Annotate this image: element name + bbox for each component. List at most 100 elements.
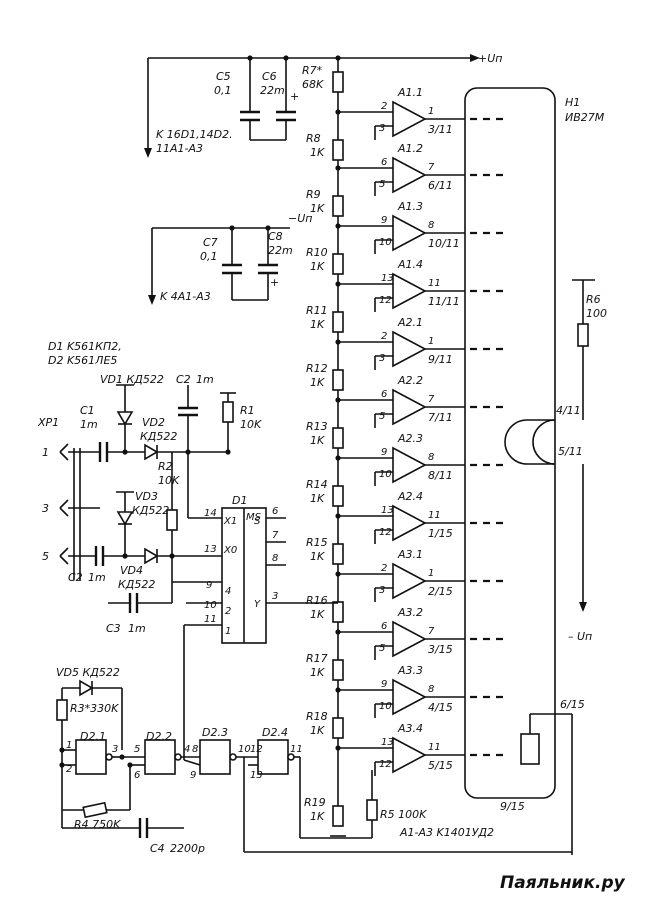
comparator-out: 8: [428, 684, 434, 695]
input-circuit: [59, 384, 236, 613]
comparator-out: 7: [428, 626, 435, 637]
comparator-in-bot: 12: [379, 527, 392, 538]
mux-d1: [183, 507, 338, 760]
comparator-seg: 8/11: [428, 469, 453, 482]
comparator-in-top: 13: [381, 737, 394, 748]
comparator-label: A2.1: [397, 316, 423, 329]
gate-d24-label: D2.4: [262, 726, 288, 739]
comparator-out: 7: [428, 162, 435, 173]
comparator-in-bot: 10: [379, 237, 392, 248]
comparator-out: 1: [428, 106, 434, 117]
c1-label: C1: [80, 404, 95, 417]
gate-d24-in2: 13: [250, 770, 263, 781]
r2-value: 10K: [158, 474, 180, 487]
r7-label: R7*: [302, 64, 323, 77]
resistor-r10-label: R10: [306, 246, 328, 259]
resistor-r13-label: R13: [306, 420, 328, 433]
c1-value: 1m: [80, 418, 98, 431]
h1-pin-common: 9/15: [500, 800, 525, 813]
comparator-seg: 2/15: [428, 585, 453, 598]
comparator-in-bot: 3: [379, 123, 385, 134]
gate-d21-in1: 1: [66, 740, 72, 751]
h1-pin-grid: 6/15: [560, 698, 585, 711]
note-d2-type: D2 K561ЛЕ5: [48, 354, 117, 367]
comparator-in-top: 9: [381, 447, 387, 458]
comparator-in-bot: 5: [379, 411, 385, 422]
mux-ms: MS: [246, 512, 262, 523]
ladder-resistors: R81KR91KR101KR111KR121KR131KR141KR151KR1…: [306, 71, 344, 739]
resistor-r13: [332, 427, 344, 449]
c7-value: 0,1: [200, 250, 218, 263]
vd2-type: КД522: [140, 430, 177, 443]
r1-label: R1: [240, 404, 255, 417]
mux-pin-8: 8: [272, 553, 278, 564]
comparator-out: 7: [428, 394, 435, 405]
comparator-in-bot: 10: [379, 469, 392, 480]
oscillator: [56, 679, 572, 853]
mux-y: Y: [254, 599, 261, 610]
mux-s: S: [254, 516, 261, 527]
mux-pin-13: 13: [204, 544, 217, 555]
comparator-in-top: 6: [381, 157, 387, 168]
comparator-seg: 5/15: [428, 759, 453, 772]
c2b-value: 1m: [88, 571, 106, 584]
negative-supply-rail: [148, 225, 290, 305]
resistor-r12-value: 1K: [310, 376, 325, 389]
mux-inner-4: 4: [225, 586, 231, 597]
gate-d22-in2: 6: [134, 770, 140, 781]
c4-value: 2200p: [170, 842, 205, 855]
resistor-r15-label: R15: [306, 536, 328, 549]
c2a-value: 1m: [196, 373, 214, 386]
c6-value: 22m: [260, 84, 285, 97]
comparator-seg: 10/11: [428, 237, 460, 250]
resistor-r15-value: 1K: [310, 550, 325, 563]
mux-inner-2: 2: [225, 606, 231, 617]
comparator-in-top: 2: [381, 101, 387, 112]
vd4-label: VD4: [120, 564, 143, 577]
comparator-in-top: 9: [381, 215, 387, 226]
comparator-out: 8: [428, 220, 434, 231]
h1-pin-filament-b: 5/11: [558, 445, 583, 458]
resistor-r9-label: R9: [306, 188, 321, 201]
comparator-in-top: 6: [381, 389, 387, 400]
gate-d22-label: D2.2: [146, 730, 172, 743]
gate-d23-in1: 8: [192, 744, 198, 755]
comparator-in-bot: 3: [379, 585, 385, 596]
comparator-in-bot: 5: [379, 643, 385, 654]
gate-d24-out: 11: [290, 744, 303, 755]
resistor-r17-value: 1K: [310, 666, 325, 679]
vd3-type: КД522: [132, 504, 169, 517]
comparator-in-top: 9: [381, 679, 387, 690]
comparator-in-top: 13: [381, 505, 394, 516]
c6-label: C6: [262, 70, 277, 83]
h1-label: H1: [565, 96, 580, 109]
c7-label: C7: [203, 236, 218, 249]
mux-pin-11: 11: [204, 614, 217, 625]
c8-plus: +: [270, 276, 279, 289]
gate-d21-in2: 2: [66, 764, 72, 775]
comparator-out: 11: [428, 742, 441, 753]
resistor-r17-label: R17: [306, 652, 328, 665]
c4-label: C4: [150, 842, 165, 855]
resistor-r13-value: 1K: [310, 434, 325, 447]
mux-x1: X1: [223, 516, 237, 527]
gate-d23-out: 10: [238, 744, 251, 755]
resistor-r11: [332, 311, 344, 333]
mux-label: D1: [232, 494, 247, 507]
comparator-label: A3.1: [397, 548, 423, 561]
comparator-label: A3.4: [397, 722, 423, 735]
resistor-r12-label: R12: [306, 362, 328, 375]
comparator-seg: 3/11: [428, 123, 453, 136]
resistor-r12: [332, 369, 344, 391]
comparator-label: A1.2: [397, 142, 423, 155]
vd4-type: КД522: [118, 578, 155, 591]
r5-label: R5 100K: [380, 808, 427, 821]
r19-label: R19: [304, 796, 326, 809]
resistor-r18-label: R18: [306, 710, 328, 723]
neg-supply-label-right: – Uп: [568, 630, 592, 643]
comparator-seg: 3/15: [428, 643, 453, 656]
